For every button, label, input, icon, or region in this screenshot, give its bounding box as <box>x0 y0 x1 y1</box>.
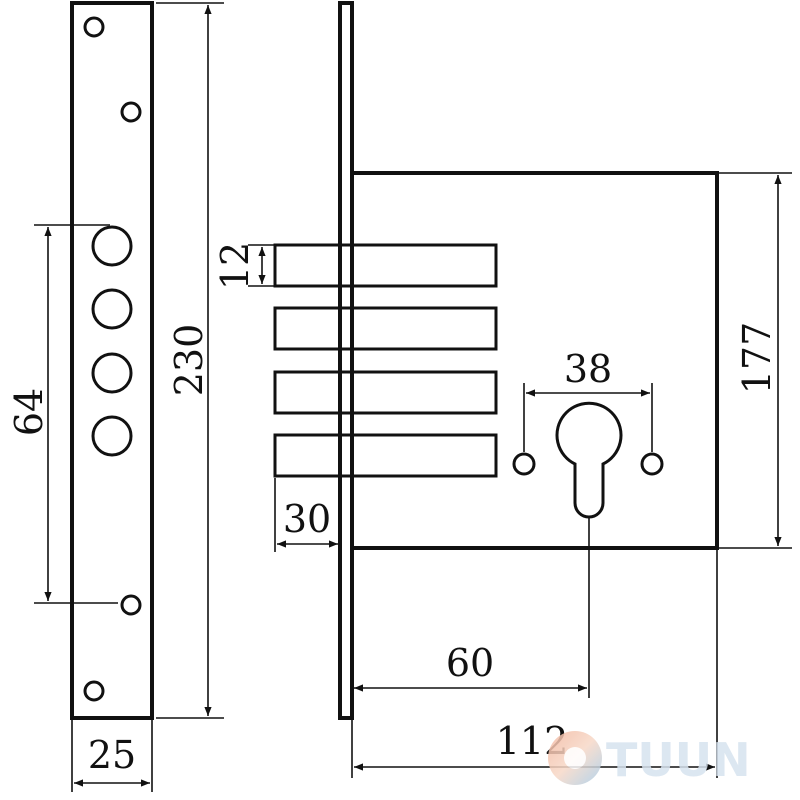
dimension-label-177: 177 <box>735 322 779 395</box>
lock-case <box>350 171 719 550</box>
dimension-backset: 60 <box>354 518 590 698</box>
cylinder-screw-hole-left <box>512 452 536 476</box>
bolt-hole-2 <box>91 288 133 330</box>
dimension-faceplate-width: 25 <box>71 720 153 792</box>
bolt-3 <box>273 370 498 415</box>
bolt-hole-3 <box>91 352 133 394</box>
screw-hole-lower <box>120 594 142 616</box>
faceplate-outline <box>70 1 154 720</box>
bolt-1 <box>273 243 498 288</box>
dimension-label-64: 64 <box>7 388 51 436</box>
cylinder-keyhole <box>555 401 623 519</box>
watermark-logo: TUUN <box>548 731 751 787</box>
dimension-label-38: 38 <box>564 347 612 391</box>
dimension-label-60: 60 <box>446 641 494 685</box>
bolt-4 <box>273 433 498 478</box>
screw-hole-top <box>83 16 105 38</box>
screw-hole-upper <box>120 101 142 123</box>
dimension-label-12: 12 <box>213 242 257 290</box>
bolt-2 <box>273 306 498 351</box>
screw-hole-bottom <box>83 680 105 702</box>
dimension-label-25: 25 <box>88 733 136 777</box>
bolt-hole-1 <box>91 225 133 267</box>
dimension-bolt-height: 12 <box>213 242 274 290</box>
faceplate-front-view <box>70 1 154 720</box>
dimension-faceplate-height: 230 <box>156 2 224 719</box>
dimension-bolt-throw: 30 <box>274 478 338 552</box>
dimension-label-230: 230 <box>167 324 211 397</box>
dimension-label-30: 30 <box>283 497 331 541</box>
bolt-hole-4 <box>91 415 133 457</box>
watermark-text: TUUN <box>606 733 751 787</box>
lock-body-side-view <box>273 1 719 720</box>
dimension-body-height: 177 <box>719 172 792 549</box>
cylinder-screw-hole-right <box>640 452 664 476</box>
dimension-hole-spacing: 64 <box>7 224 118 604</box>
dimension-cylinder-spacing: 38 <box>523 347 653 452</box>
